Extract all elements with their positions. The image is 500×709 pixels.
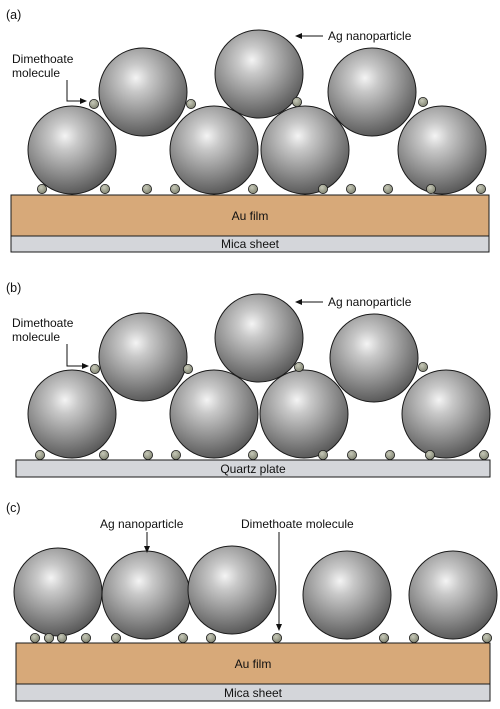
dimethoate-molecule	[293, 361, 304, 372]
dimethoate-molecule	[291, 97, 302, 108]
au-film-label: Au film	[235, 657, 272, 671]
molecule-annotation: Dimethoate molecule	[12, 52, 87, 104]
dimethoate-molecule	[345, 183, 356, 194]
ag-nanoparticle	[214, 29, 304, 119]
dimethoate-molecule	[408, 633, 419, 644]
dimethoate-molecule	[44, 633, 55, 644]
annotation-dimethoate-line2: molecule	[12, 66, 60, 80]
annotation-ag-nanoparticle: Ag nanoparticle	[328, 29, 412, 43]
ag-nanoparticle	[302, 550, 392, 640]
ag-nanoparticle	[187, 545, 277, 635]
panel-c: (c) Mica sheet Au film Ag nanoparticle D…	[6, 501, 498, 702]
annotation-dimethoate-molecule: Dimethoate molecule	[241, 517, 354, 531]
dimethoate-molecule	[81, 633, 92, 644]
dimethoate-molecule	[111, 633, 122, 644]
dimethoate-molecule	[177, 633, 188, 644]
dimethoate-molecule	[475, 183, 486, 194]
au-film-layer: Au film	[10, 194, 490, 237]
dimethoate-molecule	[89, 99, 100, 110]
ag-nanoparticle	[408, 550, 498, 640]
panel-label: (a)	[6, 8, 21, 22]
molecule-annotation: Dimethoate molecule	[12, 316, 89, 369]
dimethoate-molecule	[90, 363, 101, 374]
mica-sheet-layer: Mica sheet	[15, 683, 491, 702]
nanoparticle-annotation: Ag nanoparticle	[100, 517, 184, 553]
dimethoate-molecule	[141, 183, 152, 194]
dimethoate-molecule	[417, 361, 428, 372]
dimethoate-molecule	[247, 449, 258, 460]
dimethoate-molecule	[182, 363, 193, 374]
annotation-dimethoate-line1: Dimethoate	[12, 316, 74, 330]
dimethoate-molecule	[424, 449, 435, 460]
ag-nanoparticles	[27, 293, 491, 459]
dimethoate-molecule	[99, 449, 110, 460]
dimethoate-molecule	[417, 97, 428, 108]
mica-sheet-label: Mica sheet	[221, 237, 280, 251]
dimethoate-molecule	[481, 633, 492, 644]
mica-sheet-label: Mica sheet	[224, 686, 283, 700]
dimethoate-molecule	[205, 633, 216, 644]
dimethoate-molecule	[142, 449, 153, 460]
dimethoate-molecule	[317, 449, 328, 460]
ag-nanoparticle	[169, 369, 259, 459]
molecule-annotation: Dimethoate molecule	[241, 517, 354, 631]
ag-nanoparticle	[260, 105, 350, 195]
arrow-icon	[66, 344, 89, 369]
mica-sheet-layer: Mica sheet	[10, 235, 490, 253]
ag-nanoparticles	[13, 545, 498, 640]
nanoparticle-annotation: Ag nanoparticle	[295, 295, 412, 309]
dimethoate-molecule	[35, 449, 46, 460]
panel-b: (b) Quartz plate Ag nanoparticle Dimetho…	[6, 281, 491, 478]
dimethoate-molecule	[384, 449, 395, 460]
dimethoate-molecules	[35, 361, 489, 460]
ag-nanoparticle	[98, 312, 188, 402]
dimethoate-molecules	[37, 97, 486, 194]
annotation-ag-nanoparticle: Ag nanoparticle	[328, 295, 412, 309]
panel-a: (a) Mica sheet Au film Ag nanoparticle D…	[6, 8, 490, 253]
annotation-dimethoate-line2: molecule	[12, 330, 60, 344]
ag-nanoparticle	[27, 369, 117, 459]
annotation-dimethoate-line1: Dimethoate	[12, 52, 74, 66]
dimethoate-molecule	[169, 183, 180, 194]
dimethoate-molecule	[425, 183, 436, 194]
nanoparticle-annotation: Ag nanoparticle	[295, 29, 412, 43]
ag-nanoparticle	[27, 105, 117, 195]
dimethoate-molecule	[170, 449, 181, 460]
arrow-icon	[66, 80, 87, 104]
dimethoate-molecule	[37, 183, 48, 194]
au-film-layer: Au film	[15, 642, 491, 685]
dimethoate-molecule	[271, 633, 282, 644]
ag-nanoparticle	[214, 293, 304, 383]
dimethoate-molecules	[29, 633, 492, 644]
panel-label: (c)	[6, 501, 21, 515]
ag-nanoparticle	[259, 369, 349, 459]
dimethoate-molecule	[185, 99, 196, 110]
ag-nanoparticle	[401, 369, 491, 459]
quartz-plate-layer: Quartz plate	[15, 459, 491, 478]
dimethoate-molecule	[100, 183, 111, 194]
ag-nanoparticle	[169, 105, 259, 195]
ag-nanoparticle	[101, 550, 191, 640]
dimethoate-molecule	[29, 633, 40, 644]
dimethoate-molecule	[378, 633, 389, 644]
annotation-ag-nanoparticle: Ag nanoparticle	[100, 517, 184, 531]
dimethoate-molecule	[346, 449, 357, 460]
dimethoate-molecule	[478, 449, 489, 460]
ag-nanoparticle	[397, 105, 487, 195]
au-film-label: Au film	[232, 209, 269, 223]
ag-nanoparticle	[327, 47, 417, 137]
dimethoate-molecule	[57, 633, 68, 644]
ag-nanoparticle	[98, 47, 188, 137]
dimethoate-molecule	[317, 183, 328, 194]
quartz-plate-label: Quartz plate	[220, 462, 286, 476]
ag-nanoparticles	[27, 29, 487, 195]
panel-label: (b)	[6, 281, 21, 295]
ag-nanoparticle	[13, 547, 103, 637]
dimethoate-molecule	[382, 183, 393, 194]
ag-nanoparticle	[329, 313, 419, 403]
dimethoate-molecule	[247, 183, 258, 194]
